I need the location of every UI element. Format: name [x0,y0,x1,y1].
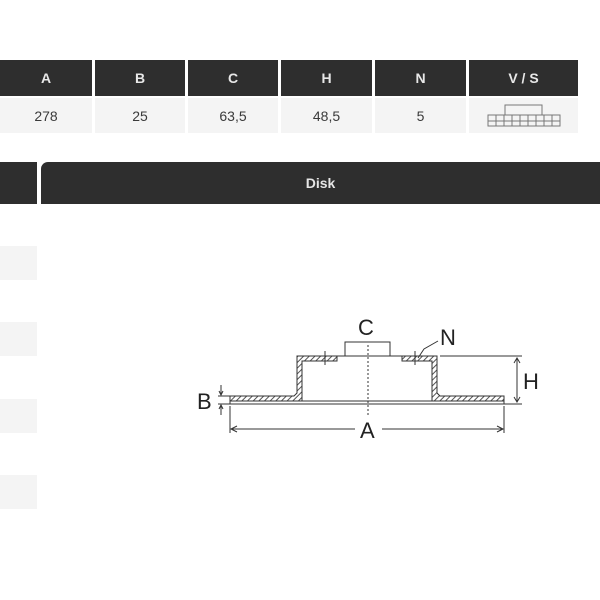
column-header-a: A [0,60,92,96]
side-placeholder-3 [0,399,37,433]
side-placeholder-4 [0,475,37,509]
disc-cross-section-drawing: C N H B A [197,315,539,443]
column-header-c: C [188,60,278,96]
label-h: H [523,369,539,394]
section-title: Disk [305,175,336,191]
side-placeholder-1 [0,246,37,280]
value-c: 63,5 [188,98,278,133]
solid-disc-profile-icon [487,104,560,126]
value-b: 25 [95,98,185,133]
label-n: N [440,325,456,350]
column-header-vs: V / S [469,60,578,96]
brake-disc-diagram: C N H B A [190,305,550,450]
column-header-h: H [281,60,372,96]
column-header-b: B [95,60,185,96]
section-header-disk: Disk [41,162,600,204]
section-header-left-block [0,162,37,204]
value-vs [469,98,578,133]
label-a: A [360,418,375,443]
value-h: 48,5 [281,98,372,133]
label-c: C [358,315,374,340]
label-b: B [197,389,212,414]
value-a: 278 [0,98,92,133]
side-placeholder-2 [0,322,37,356]
value-n: 5 [375,98,466,133]
column-header-n: N [375,60,466,96]
